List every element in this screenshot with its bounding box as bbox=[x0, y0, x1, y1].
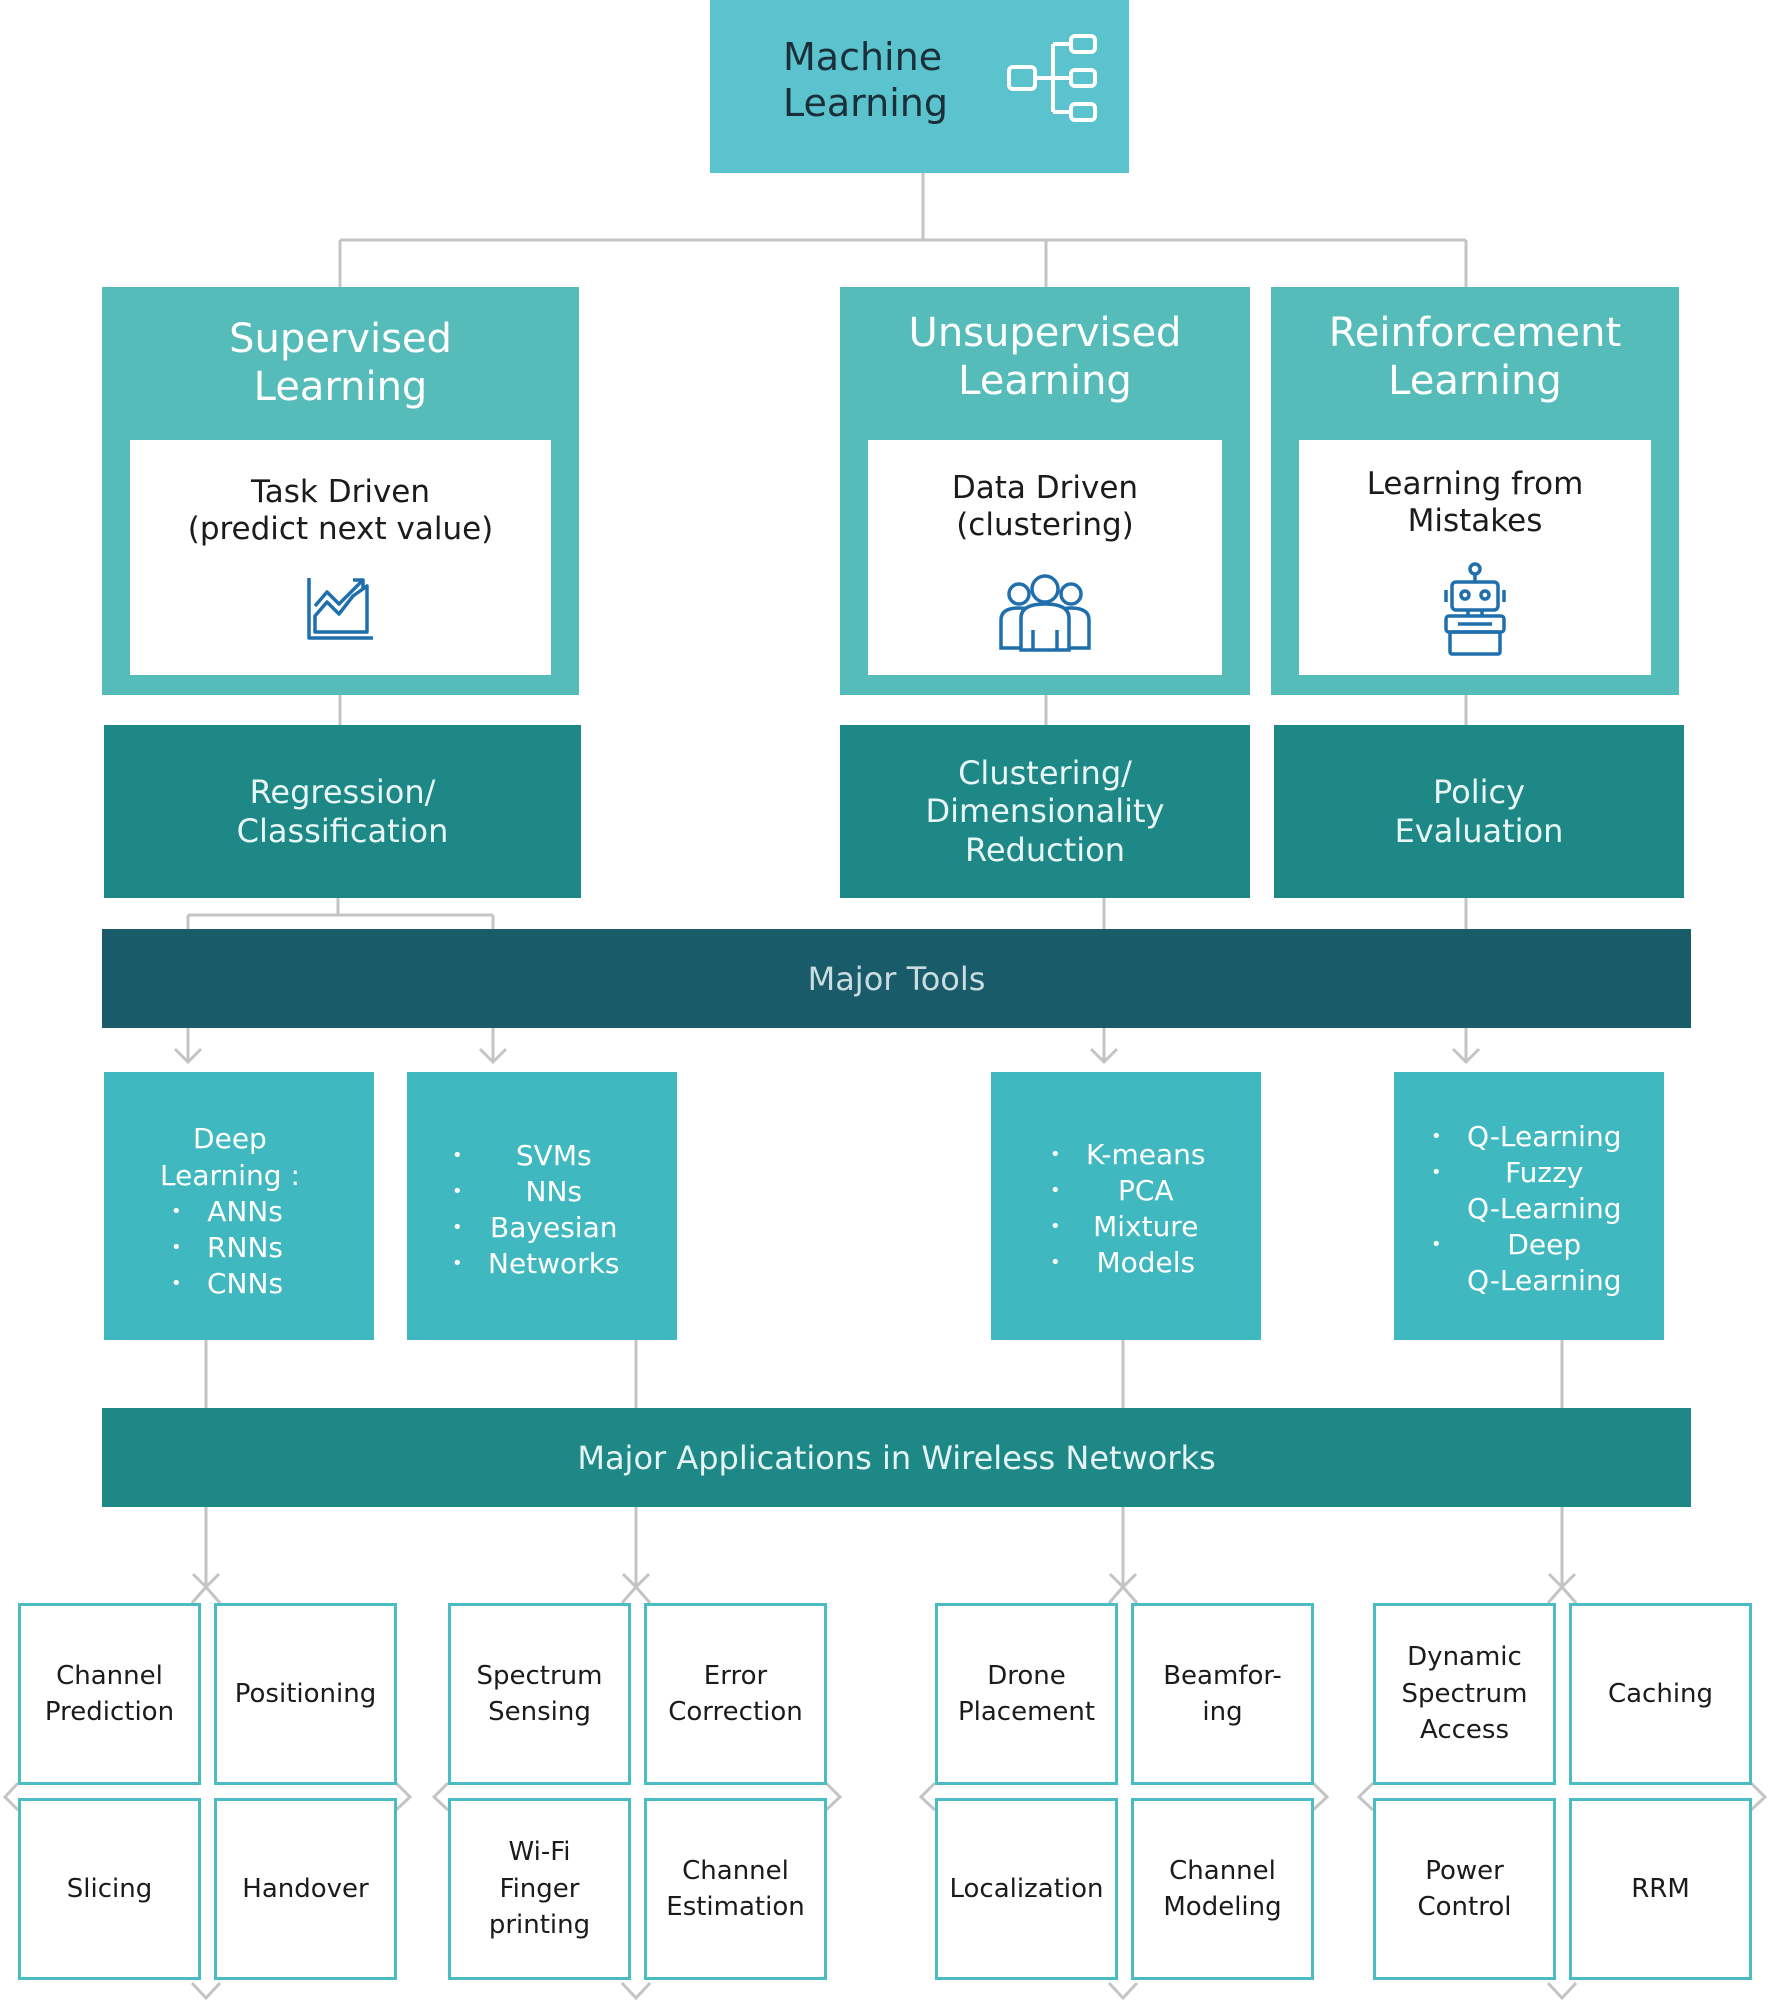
tool-item: SVMs bbox=[452, 1138, 620, 1174]
tool-q-learning: Q-Learning Fuzzy Q-Learning Deep Q-Learn… bbox=[1394, 1072, 1664, 1340]
app-drone-placement: Drone Placement bbox=[935, 1603, 1118, 1785]
tool-item: K-means bbox=[1050, 1137, 1205, 1173]
app-channel-modeling: Channel Modeling bbox=[1131, 1798, 1314, 1980]
tool-item: Fuzzy bbox=[1431, 1155, 1621, 1191]
category-description: Data Driven (clustering) bbox=[951, 470, 1139, 544]
method-clustering-dimensionality-reduction: Clustering/ Dimensionality Reduction bbox=[840, 725, 1250, 898]
app-localization: Localization bbox=[935, 1798, 1118, 1980]
tool-list: ANNs RNNs CNNs bbox=[171, 1194, 283, 1302]
app-error-correction: Error Correction bbox=[644, 1603, 827, 1785]
unsupervised-learning-card: Unsupervised Learning Data Driven (clust… bbox=[840, 287, 1250, 695]
category-description-card: Data Driven (clustering) bbox=[868, 440, 1222, 675]
group-icon bbox=[999, 574, 1091, 653]
tool-item: Q-Learning bbox=[1467, 1264, 1622, 1297]
tool-list: K-means PCA Mixture Models bbox=[1050, 1137, 1206, 1281]
app-beamforming: Beamfor- ing bbox=[1131, 1603, 1314, 1785]
tool-heading: Deep Learning : bbox=[160, 1122, 300, 1192]
category-description-card: Learning from Mistakes bbox=[1299, 440, 1651, 675]
method-regression-classification: Regression/ Classification bbox=[104, 725, 581, 898]
category-heading: Unsupervised Learning bbox=[908, 310, 1182, 404]
app-rrm: RRM bbox=[1569, 1798, 1752, 1980]
tool-item: Q-Learning bbox=[1467, 1192, 1622, 1225]
app-handover: Handover bbox=[214, 1798, 397, 1980]
major-tools-band: Major Tools bbox=[102, 929, 1691, 1028]
app-channel-prediction: Channel Prediction bbox=[18, 1603, 201, 1785]
root-title: Machine Learning bbox=[783, 35, 948, 125]
app-spectrum-sensing: Spectrum Sensing bbox=[448, 1603, 631, 1785]
robot-icon bbox=[1444, 562, 1506, 657]
app-power-control: Power Control bbox=[1373, 1798, 1556, 1980]
hierarchy-icon bbox=[1007, 34, 1097, 122]
tool-item: Networks bbox=[452, 1246, 619, 1282]
tool-svms-nns-bayesian: SVMs NNs Bayesian Networks bbox=[407, 1072, 677, 1340]
supervised-learning-card: Supervised Learning Task Driven (predict… bbox=[102, 287, 579, 695]
major-applications-band: Major Applications in Wireless Networks bbox=[102, 1408, 1691, 1507]
app-caching: Caching bbox=[1569, 1603, 1752, 1785]
tool-item: RNNs bbox=[171, 1230, 283, 1266]
tool-list: SVMs NNs Bayesian Networks bbox=[452, 1138, 620, 1282]
app-channel-estimation: Channel Estimation bbox=[644, 1798, 827, 1980]
tool-item: CNNs bbox=[171, 1266, 283, 1302]
category-heading: Supervised Learning bbox=[229, 316, 452, 410]
tool-item: ANNs bbox=[171, 1194, 283, 1230]
growth-chart-icon bbox=[306, 578, 373, 641]
tool-item: NNs bbox=[452, 1174, 620, 1210]
machine-learning-root: Machine Learning bbox=[710, 0, 1129, 173]
app-positioning: Positioning bbox=[214, 1603, 397, 1785]
category-heading: Reinforcement Learning bbox=[1328, 310, 1622, 404]
tool-item: Deep bbox=[1431, 1227, 1621, 1263]
tool-item: Bayesian bbox=[452, 1210, 620, 1246]
tool-list: Q-Learning Fuzzy Q-Learning Deep Q-Learn… bbox=[1431, 1119, 1622, 1299]
category-description: Task Driven (predict next value) bbox=[187, 474, 494, 548]
app-dynamic-spectrum-access: Dynamic Spectrum Access bbox=[1373, 1603, 1556, 1785]
tool-item: Mixture bbox=[1050, 1209, 1206, 1245]
app-slicing: Slicing bbox=[18, 1798, 201, 1980]
tool-item: Models bbox=[1050, 1245, 1206, 1281]
tool-deep-learning: Deep Learning : ANNs RNNs CNNs bbox=[104, 1072, 374, 1340]
tool-item: Q-Learning bbox=[1431, 1119, 1622, 1155]
method-policy-evaluation: Policy Evaluation bbox=[1274, 725, 1684, 898]
reinforcement-learning-card: Reinforcement Learning Learning from Mis… bbox=[1271, 287, 1679, 695]
category-description-card: Task Driven (predict next value) bbox=[130, 440, 551, 675]
tool-item: PCA bbox=[1050, 1173, 1206, 1209]
app-wifi-fingerprinting: Wi-Fi Finger printing bbox=[448, 1798, 631, 1980]
tool-kmeans-pca-mixture: K-means PCA Mixture Models bbox=[991, 1072, 1261, 1340]
category-description: Learning from Mistakes bbox=[1366, 466, 1584, 540]
